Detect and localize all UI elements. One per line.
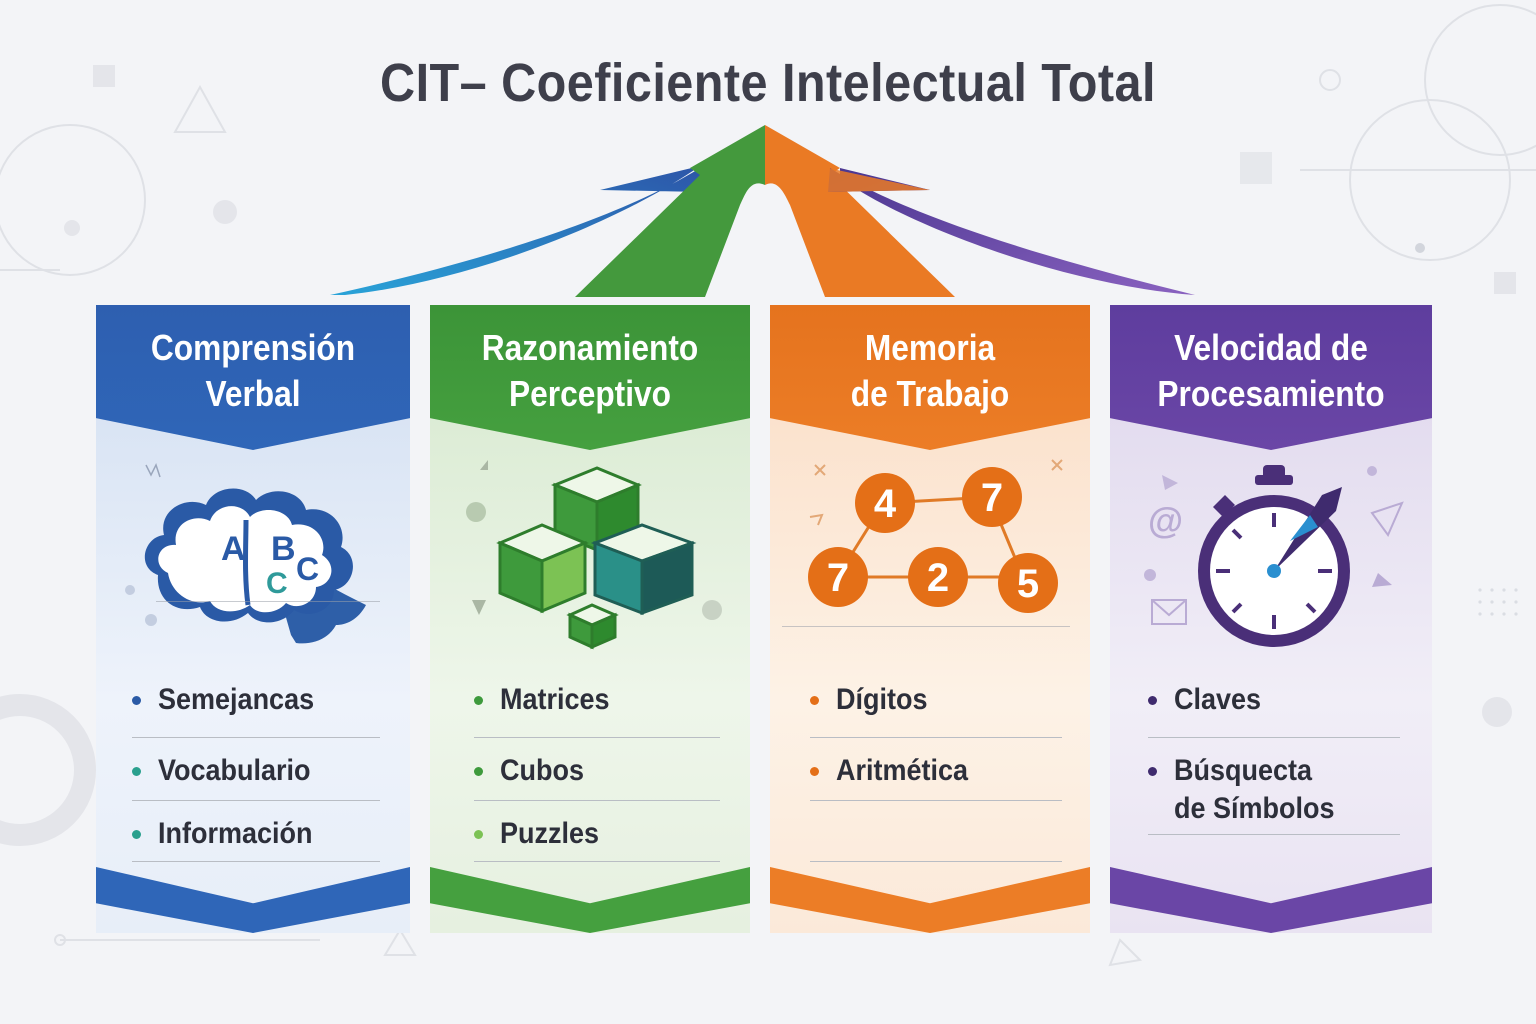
panel-memoria-de-trabajo: Memoria de Trabajo 4 7 7 2 5 Dígitos Ari… [770,305,1090,933]
brain-abc-icon: A B C C [125,463,366,644]
list-item: Búsquecta de Símbolos [1148,738,1400,835]
list-item: Matrices [474,675,720,738]
svg-text:2: 2 [927,556,949,600]
list-item: Vocabulario [132,738,380,801]
svg-text:C: C [296,551,319,587]
list-item-empty [810,801,1062,862]
panel-header: Razonamiento Perceptivo [430,305,750,450]
page-title: CIT– Coeficiente Intelectual Total [380,53,1156,113]
panel-header: Velocidad de Procesamiento [1110,305,1432,450]
cubes-icon [466,460,722,650]
panel-title: Velocidad de Procesamiento [1157,327,1385,414]
panel-title: Razonamiento Perceptivo [481,327,699,414]
list-item: Dígitos [810,675,1062,738]
svg-text:7: 7 [981,476,1003,520]
panel-title: Comprensión Verbal [150,327,356,414]
arrow-verbal [330,166,702,295]
list-item: Aritmética [810,738,1062,801]
svg-text:@: @ [1148,500,1183,541]
arrow-memoria [765,125,955,297]
panel-velocidad-de-procesamiento: Velocidad de Procesamiento @ Claves [1110,305,1432,933]
subtest-list: Claves Búsquecta de Símbolos [1148,675,1400,835]
divider [156,601,380,602]
svg-text:B: B [271,530,296,568]
list-item: Semejancas [132,675,380,738]
panel-header: Comprensión Verbal [96,305,410,450]
panel-title: Memoria de Trabajo [850,327,1010,414]
svg-text:4: 4 [874,482,897,526]
svg-text:A: A [221,530,246,568]
svg-text:C: C [266,567,288,600]
svg-text:7: 7 [827,556,849,600]
list-item: Claves [1148,675,1400,738]
stopwatch-icon: @ [1144,465,1404,647]
number-nodes-icon: 4 7 7 2 5 [808,459,1063,613]
panel-header: Memoria de Trabajo [770,305,1090,450]
subtest-list: Dígitos Aritmética [810,675,1062,862]
svg-text:5: 5 [1017,562,1039,606]
divider [782,626,1070,627]
arrow-perceptivo [575,125,765,297]
panel-comprension-verbal: Comprensión Verbal A B C C Semejancas Vo… [96,305,410,933]
panel-razonamiento-perceptivo: Razonamiento Perceptivo Matrices Cubos P… [430,305,750,933]
subtest-list: Semejancas Vocabulario Información [132,675,380,862]
list-item: Puzzles [474,801,720,862]
list-item: Cubos [474,738,720,801]
list-item: Información [132,801,380,862]
subtest-list: Matrices Cubos Puzzles [474,675,720,862]
